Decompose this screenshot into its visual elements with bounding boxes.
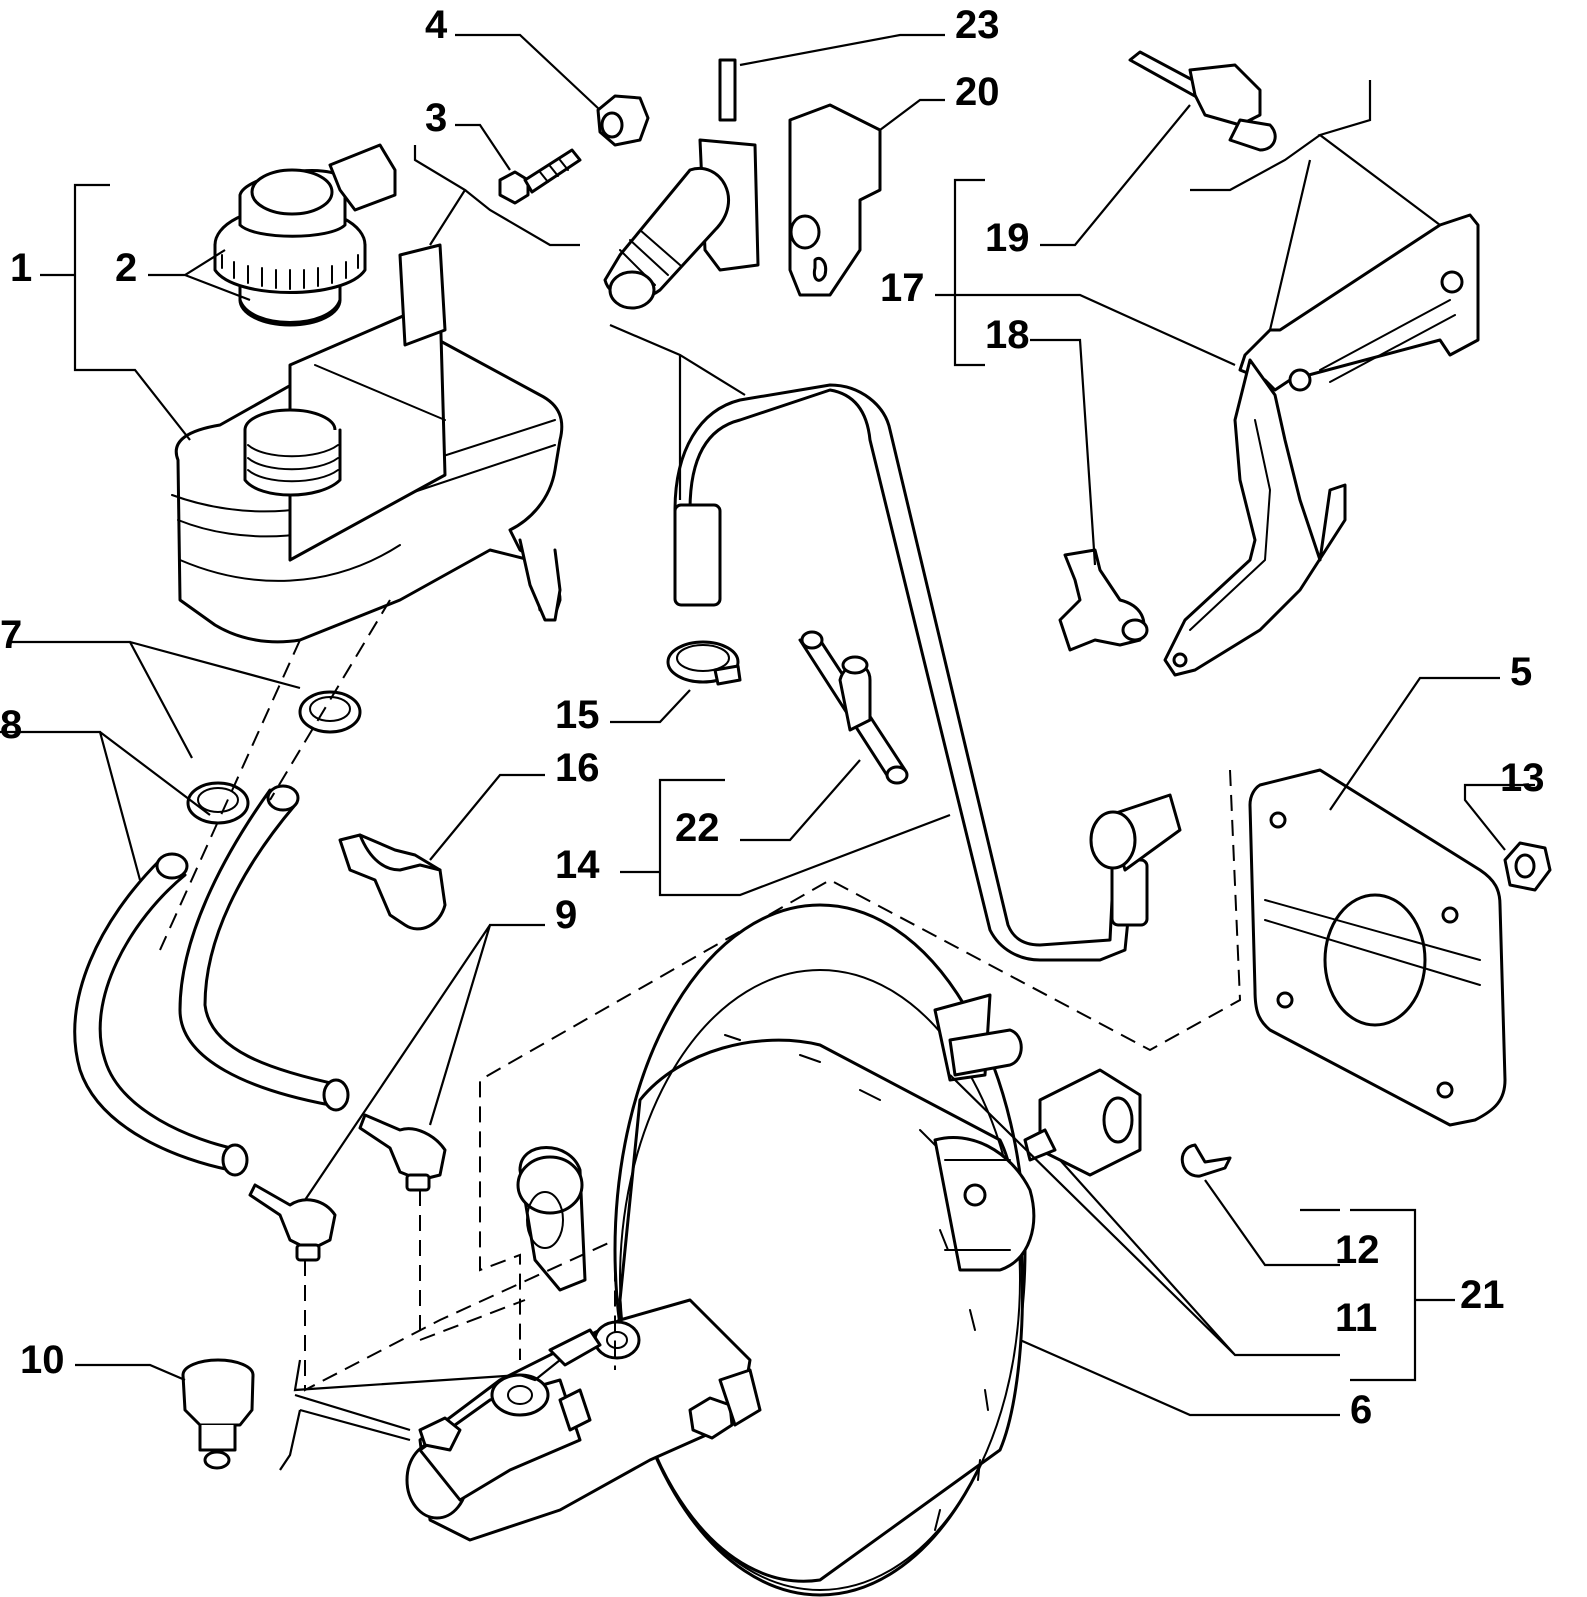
part-15-clamp — [666, 640, 742, 686]
callout-17: 17 — [880, 266, 925, 310]
callout-20: 20 — [955, 70, 1000, 114]
part-5-gasket — [1248, 768, 1507, 1127]
callout-16: 16 — [555, 746, 600, 790]
callout-15: 15 — [555, 693, 600, 737]
callout-14: 14 — [555, 843, 600, 887]
callout-23: 23 — [955, 3, 1000, 47]
part-12-retaining-clip — [1180, 1143, 1232, 1178]
callout-21: 21 — [1460, 1273, 1505, 1317]
part-13-nut — [1503, 841, 1552, 892]
part-11-pin-bracket — [933, 993, 1142, 1177]
part-1-fluid-reservoir — [171, 243, 564, 644]
callout-1: 1 — [10, 246, 33, 290]
part-19-hose-clip — [1128, 50, 1277, 152]
part-9-fittings — [248, 1113, 447, 1262]
part-16-clip — [338, 833, 447, 931]
part-3-bolt — [498, 148, 582, 205]
callout-13: 13 — [1500, 756, 1545, 800]
part-10-grommet — [181, 1358, 255, 1470]
callout-6: 6 — [1350, 1388, 1373, 1432]
callout-9: 9 — [555, 893, 578, 937]
part-8-hoses — [73, 784, 350, 1177]
callout-2: 2 — [115, 246, 138, 290]
callout-18: 18 — [985, 313, 1030, 357]
part-14-vacuum-hose — [673, 383, 1182, 962]
callout-12: 12 — [1335, 1228, 1380, 1272]
callout-3: 3 — [425, 96, 448, 140]
callout-7: 7 — [0, 613, 23, 657]
part-17-bracket — [1163, 213, 1480, 677]
callout-5: 5 — [1510, 650, 1533, 694]
callout-19: 19 — [985, 216, 1030, 260]
callout-11: 11 — [1335, 1296, 1378, 1340]
leader-lines — [0, 33, 1535, 1471]
assembly-lines — [159, 599, 1242, 1392]
part-20-sensor — [788, 103, 882, 297]
part-23-hose-connector — [603, 58, 760, 310]
part-4-nut — [596, 94, 650, 147]
callout-4: 4 — [425, 3, 448, 47]
part-22-t-connector — [798, 630, 909, 785]
callout-8: 8 — [0, 703, 23, 747]
part-2-reservoir-cap — [213, 143, 397, 327]
part-6-brake-booster — [405, 903, 1036, 1597]
callout-22: 22 — [675, 806, 720, 850]
callout-10: 10 — [20, 1338, 65, 1382]
part-18-clip-connector — [1058, 548, 1149, 652]
part-7-hose-clamps — [186, 690, 362, 825]
